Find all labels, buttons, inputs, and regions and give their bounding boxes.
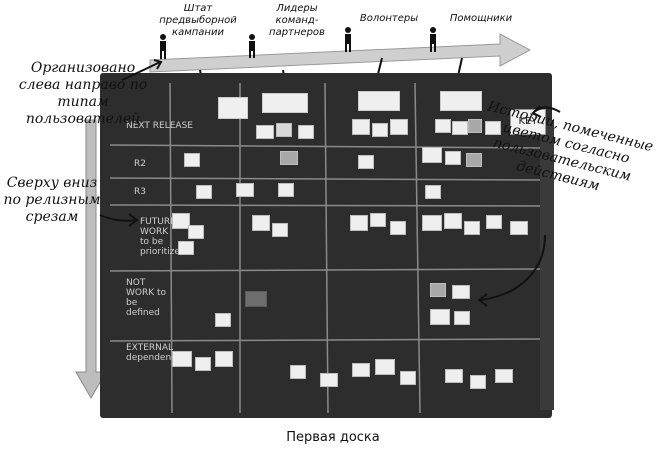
annotation-top-to-bottom: Сверху вниз по релизным срезам xyxy=(3,175,101,225)
story-card xyxy=(452,285,470,299)
persona-card xyxy=(262,93,308,113)
story-card xyxy=(256,125,274,139)
person-icon xyxy=(430,27,436,52)
story-card xyxy=(280,151,298,165)
story-card xyxy=(466,153,482,167)
story-card xyxy=(464,221,480,235)
story-card xyxy=(352,119,370,135)
story-card xyxy=(390,119,408,135)
persona-card xyxy=(440,91,482,111)
story-card xyxy=(430,283,446,297)
story-card xyxy=(430,309,450,325)
row-label-r2: R2 xyxy=(134,159,146,169)
row-label-not-work: NOT WORK to be defined xyxy=(126,278,167,318)
story-card xyxy=(252,215,270,231)
story-card xyxy=(485,121,501,135)
row-label-r3: R3 xyxy=(134,187,146,197)
story-card xyxy=(445,151,461,165)
story-card xyxy=(188,225,204,239)
figure-caption: Первая доска xyxy=(286,430,380,445)
story-card xyxy=(178,241,194,255)
story-card xyxy=(290,365,306,379)
board-edge xyxy=(540,120,554,410)
story-card xyxy=(370,213,386,227)
top-to-bottom-arrow xyxy=(75,119,107,400)
persona-label-volunteers: Волонтеры xyxy=(359,13,419,24)
board-chalk-lines xyxy=(109,82,541,414)
story-card xyxy=(245,291,267,307)
arrow-to-rows xyxy=(99,214,137,222)
story-card xyxy=(470,375,486,389)
annotation-left-to-right: Организовано слева направо по типам поль… xyxy=(18,60,148,127)
story-card xyxy=(400,371,416,385)
story-card xyxy=(495,369,513,383)
person-icon xyxy=(249,34,255,58)
persona-label-helpers: Помощники xyxy=(449,13,513,24)
story-card xyxy=(215,351,233,367)
story-map-board: NEXT RELEASE R2 R3 FUTURE WORK to be pri… xyxy=(100,73,552,418)
story-card xyxy=(172,351,192,367)
persona-label-campaign-staff: Штат предвыборной кампании xyxy=(159,3,237,38)
story-card xyxy=(422,215,442,231)
row-label-next-release: NEXT RELEASE xyxy=(126,121,193,131)
arrow-to-personas xyxy=(121,61,161,81)
story-card xyxy=(278,183,294,197)
story-card xyxy=(298,125,314,139)
story-card xyxy=(510,221,528,235)
story-card xyxy=(172,213,190,229)
story-card xyxy=(276,123,292,137)
story-card xyxy=(375,359,395,375)
row-label-future-work: FUTURE WORK to be prioritized xyxy=(140,217,186,257)
persona-card xyxy=(358,91,400,111)
story-card xyxy=(358,155,374,169)
persona-label-team-leaders: Лидеры команд-партнеров xyxy=(269,3,325,38)
story-card xyxy=(445,369,463,383)
story-card xyxy=(184,153,200,167)
story-card xyxy=(215,313,231,327)
story-card xyxy=(236,183,254,197)
key-card: KEY xyxy=(510,109,546,135)
story-card xyxy=(444,213,462,229)
story-card xyxy=(320,373,338,387)
story-card xyxy=(390,221,406,235)
arrow-to-stories xyxy=(479,234,546,301)
persona-card xyxy=(218,97,248,119)
story-card xyxy=(486,215,502,229)
story-card xyxy=(372,123,388,137)
story-card xyxy=(435,119,451,133)
story-card xyxy=(196,185,212,199)
story-card xyxy=(195,357,211,371)
story-card xyxy=(352,363,370,377)
story-card xyxy=(422,147,442,163)
person-icon xyxy=(345,27,351,52)
story-card xyxy=(452,121,468,135)
story-card xyxy=(454,311,470,325)
row-label-external: EXTERNAL dependencies xyxy=(126,343,189,363)
story-card xyxy=(468,119,482,133)
story-card xyxy=(272,223,288,237)
story-card xyxy=(350,215,368,231)
person-icon xyxy=(160,34,166,59)
left-to-right-arrow xyxy=(149,33,532,73)
story-card xyxy=(425,185,441,199)
